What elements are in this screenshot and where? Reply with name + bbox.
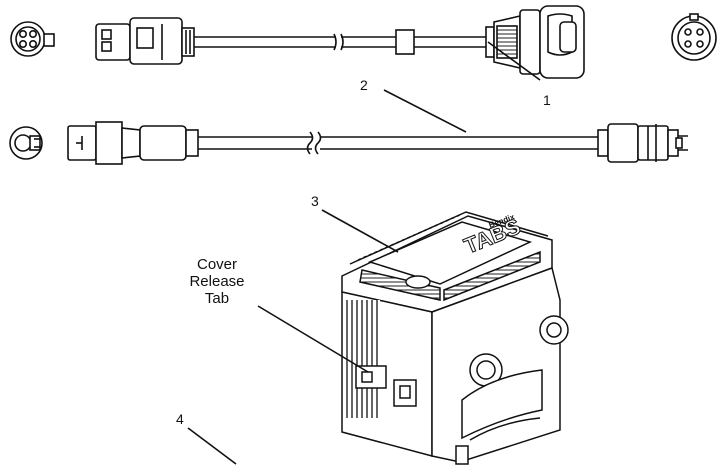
cover-release-line-3: Tab [204, 290, 230, 307]
cable-2 [9, 121, 688, 165]
callout-2-leader [383, 89, 467, 133]
cover-release-tab-label: Cover Release Tab [172, 256, 262, 307]
callout-3: 3 [311, 193, 319, 209]
cable-1-wire [194, 29, 486, 55]
tabs-module [341, 211, 569, 465]
cover-release-line-2: Release [189, 273, 245, 290]
cable-1-right-end-view [671, 13, 717, 61]
cable-1 [10, 5, 717, 79]
callout-1: 1 [543, 92, 551, 108]
callout-2: 2 [360, 77, 368, 93]
cable-2-right-plug [597, 123, 688, 163]
cover-release-line-1: Cover [196, 256, 237, 273]
callout-4: 4 [176, 411, 184, 427]
cable-1-left-end-view [10, 21, 55, 57]
callout-4-leader [187, 427, 237, 465]
callout-1-leader [487, 41, 541, 81]
cover-release-tab-leader [257, 305, 369, 373]
cable-1-left-plug [95, 17, 195, 65]
cable-2-left-end-view [9, 126, 43, 160]
module-logo-badge [405, 275, 431, 289]
callout-3-leader [321, 209, 399, 253]
cable-1-right-connector [485, 5, 585, 79]
cable-2-wire [198, 131, 598, 155]
cable-2-left-plug [67, 121, 199, 165]
